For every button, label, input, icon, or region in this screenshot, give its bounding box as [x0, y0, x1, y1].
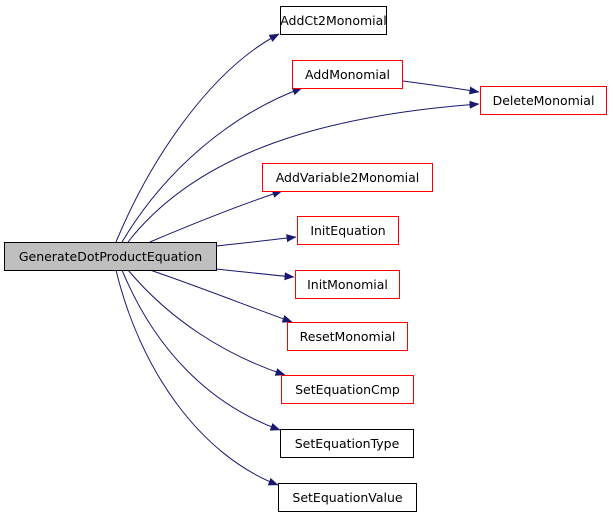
node-addmonomial[interactable]: AddMonomial — [292, 60, 403, 89]
edge-source-to-deletemonomial — [127, 100, 480, 243]
node-box-setequationcmp — [281, 375, 414, 404]
node-label-setequationvalue: SetEquationValue — [292, 490, 403, 505]
node-label-addvariable2monomial: AddVariable2Monomial — [276, 170, 420, 185]
node-initequation[interactable]: InitEquation — [297, 216, 399, 245]
node-box-addvariable2monomial — [262, 163, 433, 192]
node-label-setequationtype: SetEquationType — [295, 436, 400, 451]
node-label-addmonomial: AddMonomial — [305, 67, 390, 82]
edge-source-to-setequationtype — [121, 269, 281, 431]
source-node-label: GenerateDotProductEquation — [19, 249, 202, 264]
node-box-setequationtype — [280, 429, 414, 458]
node-box-addct2monomial — [280, 6, 387, 35]
node-label-initequation: InitEquation — [310, 223, 385, 238]
node-addvariable2monomial[interactable]: AddVariable2Monomial — [262, 163, 433, 192]
node-label-setequationcmp: SetEquationCmp — [295, 382, 400, 397]
edge-addmonomial-to-deletemonomial — [402, 80, 480, 95]
node-setequationtype[interactable]: SetEquationType — [280, 429, 414, 458]
node-initmonomial[interactable]: InitMonomial — [295, 270, 400, 299]
edge-source-to-addvariable2monomial — [149, 190, 283, 243]
source-node-box — [4, 242, 217, 271]
edge-source-to-initmonomial — [215, 268, 295, 281]
node-box-initmonomial — [295, 270, 400, 299]
source-node: GenerateDotProductEquation — [4, 242, 217, 271]
node-box-addmonomial — [292, 60, 403, 89]
node-deletemonomial[interactable]: DeleteMonomial — [480, 86, 607, 115]
node-addct2monomial[interactable]: AddCt2Monomial — [280, 6, 387, 35]
node-label-initmonomial: InitMonomial — [307, 277, 388, 292]
edge-source-to-resetmonomial — [149, 269, 293, 323]
node-box-setequationvalue — [278, 483, 417, 512]
edge-source-to-addmonomial — [121, 87, 303, 243]
node-box-deletemonomial — [480, 86, 607, 115]
edge-source-to-initequation — [215, 234, 297, 247]
node-setequationvalue[interactable]: SetEquationValue — [278, 483, 417, 512]
node-box-initequation — [297, 216, 399, 245]
edge-source-to-addct2monomial — [115, 33, 280, 243]
node-resetmonomial[interactable]: ResetMonomial — [287, 322, 408, 351]
node-label-addct2monomial: AddCt2Monomial — [280, 13, 387, 28]
edge-source-to-setequationcmp — [127, 269, 286, 376]
node-label-resetmonomial: ResetMonomial — [300, 329, 396, 344]
node-setequationcmp[interactable]: SetEquationCmp — [281, 375, 414, 404]
node-box-resetmonomial — [287, 322, 408, 351]
node-label-deletemonomial: DeleteMonomial — [493, 93, 595, 108]
edges-layer — [115, 33, 480, 486]
edge-source-to-setequationvalue — [115, 269, 279, 486]
nodes-layer: GenerateDotProductEquation AddCt2Monomial… — [4, 6, 607, 512]
